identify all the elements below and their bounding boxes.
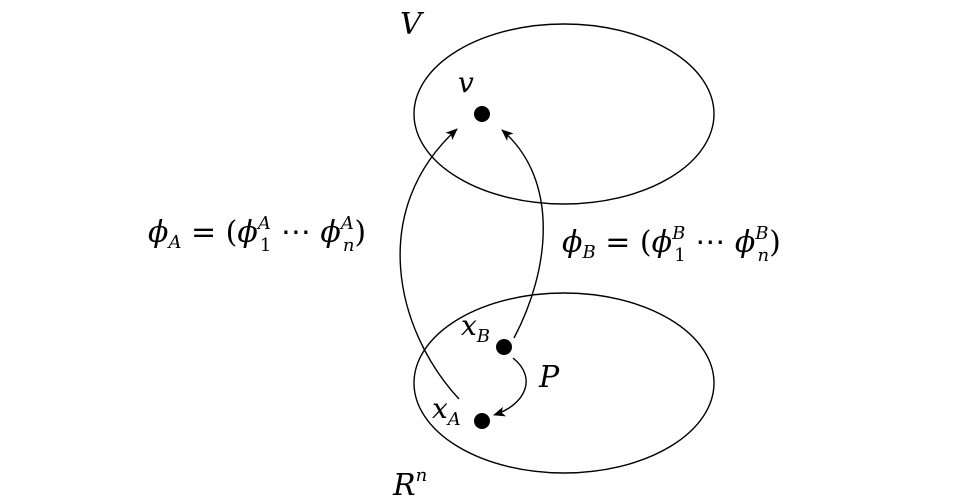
point-xb [496,339,512,355]
space-rn-label: Rn [392,465,427,500]
point-xa-label: xA [432,392,461,430]
point-xb-label: xB [461,309,490,347]
point-xa [474,413,490,429]
space-rn-ellipse [413,292,715,474]
point-v-label: v [458,66,474,99]
transition-p-label: P [538,360,560,395]
map-a-arrow [399,128,460,400]
transition-p-arrow [493,357,527,417]
map-b-arrow [501,129,544,339]
space-v-ellipse [413,23,715,205]
point-v [474,106,490,122]
space-v-label: V [400,7,425,42]
